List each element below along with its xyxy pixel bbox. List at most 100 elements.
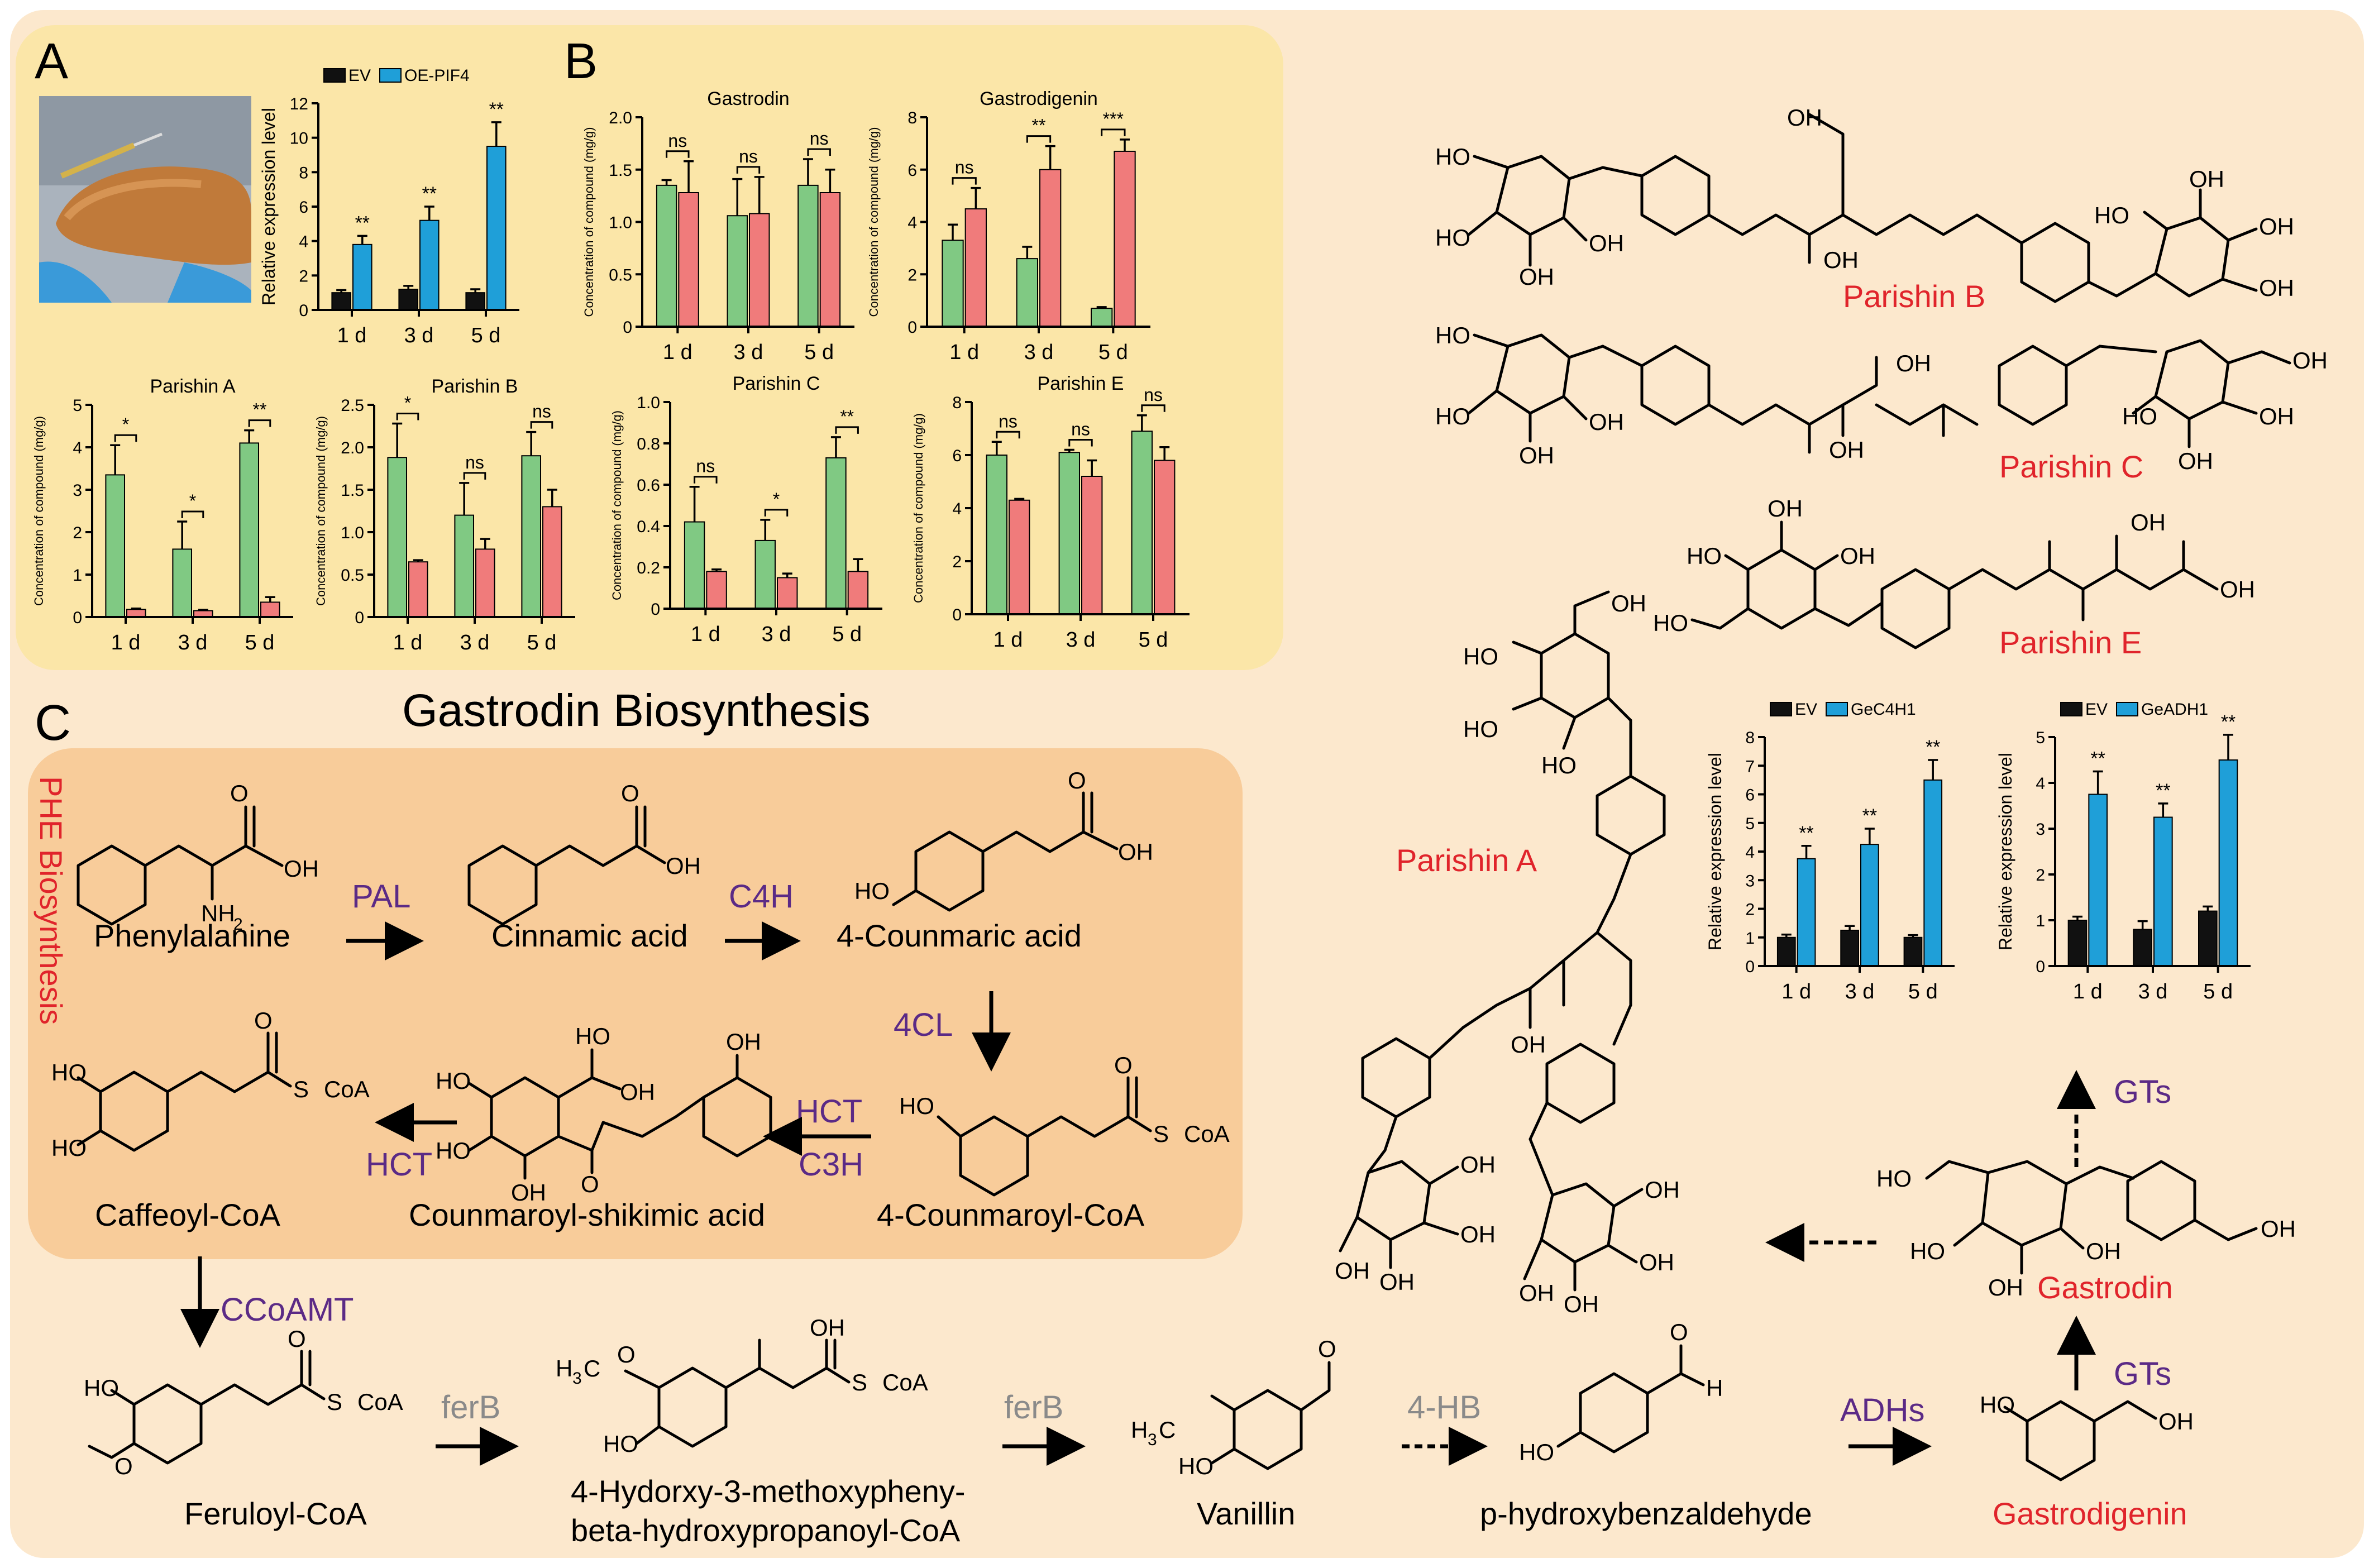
atom-ho: HO (899, 1093, 934, 1119)
ytick-label-C1: 6 (1745, 786, 1755, 805)
xtick-label-B2-1: 3 d (1024, 341, 1054, 364)
atom-oh: OH (2220, 576, 2255, 603)
bar-B1-0-1 (727, 215, 748, 327)
enzyme-adhs: ADHs (1840, 1392, 1924, 1428)
atom-oh: OH (1519, 1280, 1554, 1306)
ytick-label-B1: 0.5 (609, 266, 632, 284)
error-bar-B4-0-0 (991, 441, 1002, 455)
atom-oh: OH (666, 853, 701, 879)
bracket-B1-0 (666, 150, 690, 158)
annotation-C1-0: ** (1799, 823, 1813, 844)
ytick-label-B4: 6 (952, 447, 962, 465)
structure-caffeoyl-coa: O HO HO S CoA (51, 1007, 370, 1161)
bar-A3-1-1 (475, 548, 495, 618)
atom-oh: OH (1379, 1269, 1415, 1295)
bar-A1-0-1 (398, 289, 419, 310)
bracket-B3-1 (764, 509, 789, 517)
atom-oh: OH (2292, 347, 2328, 374)
atom-o: O (621, 780, 639, 806)
bar-C1-1-1 (1860, 844, 1879, 967)
error-bar-C1-0-0 (1781, 933, 1792, 938)
xtick-label-C2-2: 5 d (2203, 980, 2233, 1003)
bracket-A2-0 (114, 434, 137, 442)
legend-swatch-C2-1 (2116, 702, 2138, 716)
atom-c: C (584, 1355, 600, 1381)
atom-ho: HO (51, 1059, 87, 1086)
ytick-label-C2: 1 (2036, 912, 2045, 930)
ytick-label-B4: 2 (952, 553, 962, 571)
panel-label-a: A (35, 34, 68, 89)
legend-label-A1-1: OE-PIF4 (404, 66, 470, 85)
ytick-label-C2: 3 (2036, 820, 2045, 839)
bar-B3-1-1 (777, 577, 798, 609)
enzyme-4cl: 4CL (894, 1007, 953, 1043)
title-A3: Parishin B (432, 376, 518, 397)
bar-B1-0-0 (656, 184, 677, 327)
ylabel-B3: Concentration of compound (mg/g) (610, 410, 624, 600)
xtick-label-B3-1: 3 d (762, 623, 791, 646)
label-feruloyl-coa: Feruloyl-CoA (184, 1496, 367, 1531)
ytick-label-A3: 1.5 (341, 481, 364, 500)
bar-B2-1-0 (964, 208, 987, 327)
bar-A2-0-0 (105, 474, 125, 618)
reaction-arrows (180, 921, 2096, 1466)
xtick-label-C2-0: 1 d (2073, 980, 2103, 1003)
atom-oh: OH (1611, 590, 1646, 616)
error-bar-A3-0-1 (459, 482, 470, 515)
atom-oh: OH (1896, 350, 1931, 376)
xtick-label-A2-1: 3 d (178, 631, 208, 654)
structure-cinnamic-acid: O OH (467, 780, 701, 926)
annotation-B2-1: ** (1032, 116, 1046, 136)
error-bar-B3-0-1 (760, 519, 771, 541)
atom-sub-3: 3 (572, 1369, 582, 1388)
annotation-A2-2: ** (253, 400, 267, 420)
xtick-label-A1-1: 3 d (404, 324, 434, 347)
atom-ho: HO (1980, 1392, 2015, 1418)
atom-oh: OH (2131, 509, 2166, 536)
annotation-B4-2: ns (1144, 385, 1163, 405)
bar-C1-1-2 (1923, 779, 1943, 967)
structure-phenylalanine: O OH NH 2 (77, 780, 319, 934)
atom-oh: OH (2086, 1238, 2121, 1264)
atom-oh: OH (2259, 275, 2294, 301)
structure-gastrodin: HO HO OH OH OH (1876, 1160, 2296, 1301)
bracket-A2-1 (181, 510, 204, 518)
xtick-label-B4-0: 1 d (993, 628, 1023, 652)
ytick-label-B3: 0.4 (637, 518, 660, 536)
error-bar-B3-1-0 (711, 568, 722, 572)
bracket-A3-2 (530, 421, 553, 429)
bar-B1-1-0 (678, 192, 699, 327)
bracket-A3-1 (463, 472, 486, 480)
label-caffeoyl-coa: Caffeoyl-CoA (95, 1197, 281, 1232)
bar-C2-1-1 (2153, 816, 2173, 967)
label-phenylalanine: Phenylalanine (94, 918, 290, 953)
ytick-label-B3: 0.8 (637, 435, 660, 453)
bar-C1-1-0 (1797, 858, 1816, 967)
xtick-label-B3-0: 1 d (691, 623, 720, 646)
bar-B2-0-1 (1016, 258, 1038, 327)
ytick-label-B1: 1.5 (609, 161, 632, 180)
atom-ho: HO (1910, 1238, 1945, 1264)
atom-oh: OH (2189, 166, 2224, 192)
annotation-B3-1: * (773, 489, 780, 509)
error-bar-B1-0-0 (661, 179, 672, 185)
annotation-B1-0: ns (668, 131, 687, 151)
atom-ho: HO (51, 1135, 87, 1161)
atom-oh: OH (1519, 264, 1554, 290)
title-B2: Gastrodigenin (980, 88, 1098, 109)
structure-coumaroyl-coa: O HO S CoA (899, 1052, 1230, 1197)
bar-B3-1-2 (847, 571, 869, 610)
error-bar-C1-1-1 (1864, 828, 1875, 845)
ylabel-A3: Concentration of compound (mg/g) (314, 416, 328, 606)
atom-oh: OH (1118, 839, 1153, 865)
ytick-label-B2: 2 (907, 266, 917, 284)
ytick-label-B4: 0 (952, 606, 962, 624)
annotation-A1-2: ** (489, 99, 504, 120)
ytick-label-A1: 8 (299, 164, 308, 182)
label-coumaroyl-coa: 4-Counmaroyl-CoA (877, 1197, 1145, 1232)
atom-oh: OH (2178, 448, 2213, 474)
